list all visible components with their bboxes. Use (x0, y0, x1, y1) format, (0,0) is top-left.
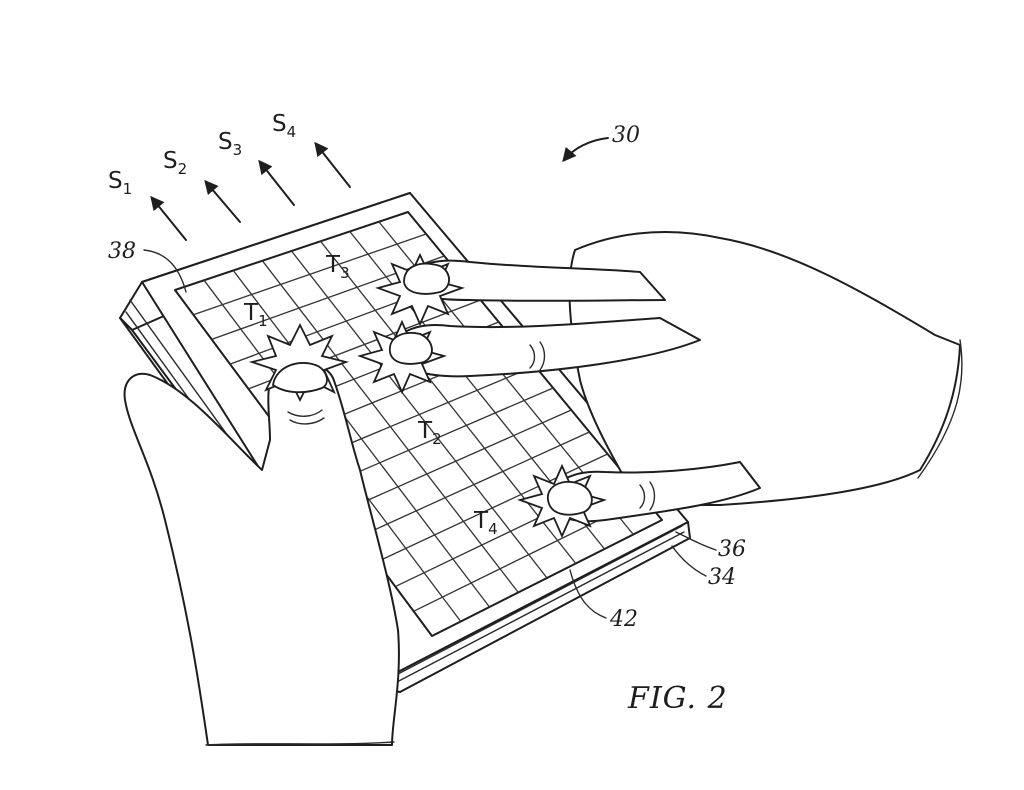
signal-label-s4: S4 (272, 111, 296, 141)
finger-lower-knuckle (639, 481, 656, 511)
signal-label-s3: S3 (218, 129, 242, 159)
finger-lower (551, 461, 761, 523)
figure-caption: FIG. 2 (627, 681, 728, 716)
left-hand-palm (123, 362, 400, 746)
touch-bursts (248, 252, 607, 539)
ref-36: 36 (718, 537, 746, 562)
ref-38-leader (143, 249, 187, 293)
grid-row-line (376, 453, 608, 563)
signal-arrow-s1 (150, 195, 187, 241)
signal-arrow-s3 (258, 159, 295, 206)
thumb-creases (287, 409, 325, 425)
signal-arrows (150, 141, 351, 241)
right-wrist-edge (917, 339, 963, 479)
grid-row-line (339, 409, 572, 513)
signal-arrow-s2 (204, 179, 241, 223)
left-wrist-edge (205, 741, 395, 746)
ref-30-leader (562, 137, 609, 163)
touch-label-t3: T3 (325, 252, 350, 282)
finger-middle-nail-front (389, 332, 433, 365)
grid-row-line (193, 233, 427, 316)
signal-label-s1: S1 (108, 168, 132, 198)
right-hand-back (568, 231, 961, 506)
finger-upper (407, 259, 666, 302)
touch-labels: T1 T2 T3 T4 (243, 252, 498, 538)
finger-upper-nail-front (403, 262, 450, 295)
signal-label-s2: S2 (163, 148, 187, 178)
finger-middle-knuckle (529, 341, 546, 371)
thumb-nail-front (272, 362, 328, 394)
finger-middle (391, 317, 701, 378)
finger-lower-nail-front (547, 481, 593, 516)
touch-label-t2: T2 (417, 418, 442, 448)
ref-42-leader (569, 569, 607, 619)
ref-42: 42 (609, 607, 638, 632)
ref-34: 34 (708, 565, 736, 590)
touch-label-t1: T1 (243, 300, 268, 330)
ref-38: 38 (108, 239, 136, 264)
right-hand (389, 231, 963, 523)
touch-label-t4: T4 (473, 508, 498, 538)
reference-numerals: 30 38 36 34 42 (108, 123, 746, 632)
ref-30: 30 (612, 123, 640, 148)
ref-36-leader (675, 531, 717, 551)
signal-labels: S1 S2 S3 S4 (108, 111, 296, 198)
grid-row-line (358, 431, 590, 538)
signal-arrow-s4 (314, 141, 351, 188)
ref-34-leader (671, 545, 707, 577)
